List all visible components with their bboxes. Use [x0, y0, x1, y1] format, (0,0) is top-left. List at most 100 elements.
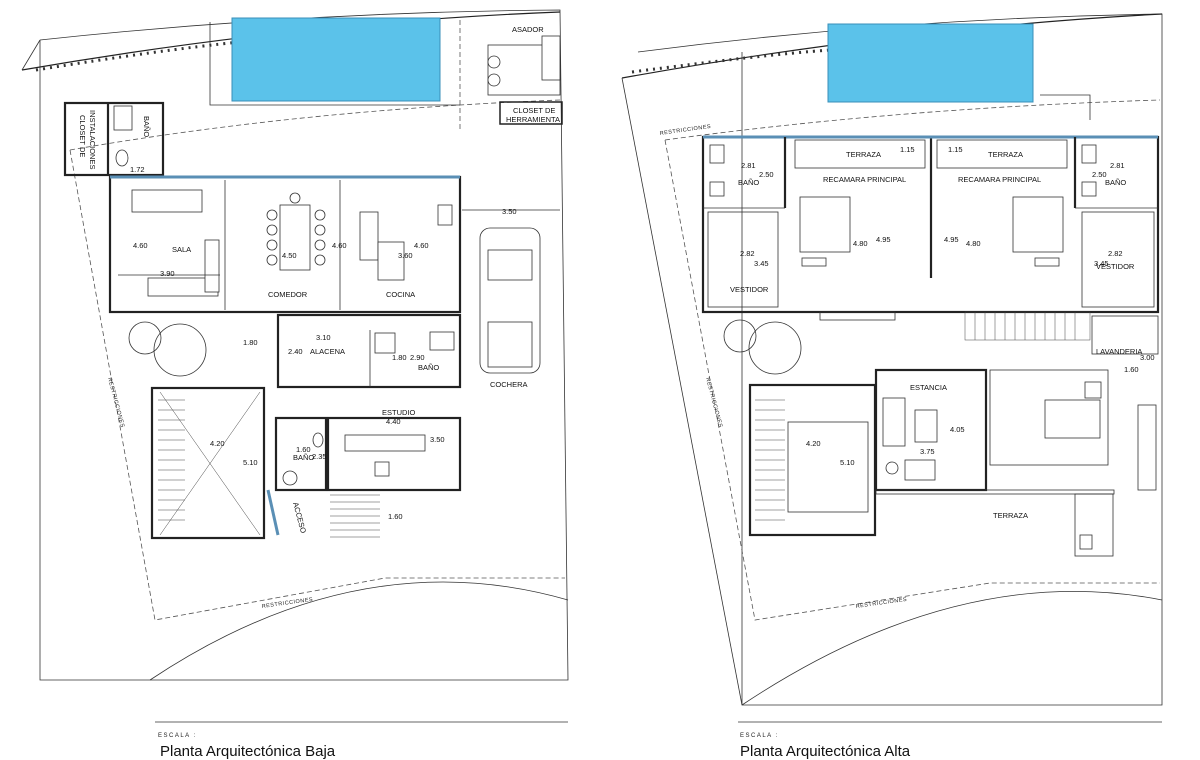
plan-planta-baja: ASADOR CLOSET DE HERRAMIENTA BAÑO CLOSET…	[21, 9, 569, 760]
restriction-line	[69, 99, 565, 621]
nightstand-icon	[801, 257, 827, 267]
dim-2-50-b: 2.50	[1092, 170, 1107, 179]
toilet-icon	[115, 149, 129, 167]
driveway-curve	[149, 581, 569, 681]
dim-2-35: 2.35	[312, 452, 327, 461]
dim-5-10: 5.10	[840, 458, 855, 467]
stair-treads	[755, 399, 785, 521]
label-cocina: COCINA	[386, 290, 415, 299]
label-estancia: ESTANCIA	[910, 383, 947, 392]
dim-3-50-b: 3.50	[430, 435, 445, 444]
dim-2-82-b: 2.82	[1108, 249, 1123, 258]
side-table-icon	[885, 461, 899, 475]
label-vestidor-r: VESTIDOR	[1096, 262, 1135, 271]
dim-1-60: 1.60	[1124, 365, 1139, 374]
hedge-row	[631, 48, 831, 74]
label-restricciones-left: RESTRICCIONES	[704, 377, 723, 429]
pool	[827, 23, 1034, 103]
bano-instalaciones-block	[63, 101, 165, 177]
stair-block	[150, 386, 266, 540]
label-terraza-bottom: TERRAZA	[993, 511, 1028, 520]
sink-icon	[282, 470, 298, 486]
sink-icon	[429, 331, 455, 351]
car-cabin	[487, 249, 533, 281]
closet-herramienta	[499, 101, 563, 125]
chair-icon	[289, 192, 301, 204]
sofa-icon	[882, 397, 906, 447]
chair-icon	[266, 254, 278, 266]
dim-3-60: 3.60	[398, 251, 413, 260]
dim-2-90: 2.90	[410, 353, 425, 362]
plan-title: Planta Arquitectónica Alta	[740, 743, 911, 760]
chair-icon	[266, 209, 278, 221]
toilet-icon	[1081, 181, 1097, 197]
sofa-side-icon	[204, 239, 220, 293]
window-icon	[1084, 381, 1102, 399]
chair-icon	[314, 209, 326, 221]
pool-deck	[209, 22, 460, 106]
plan-title: Planta Arquitectónica Baja	[160, 743, 336, 760]
tree-icon	[128, 321, 162, 355]
vestidor-right	[1081, 211, 1155, 308]
dim-2-81-b: 2.81	[1110, 161, 1125, 170]
lavanderia-block	[1091, 315, 1159, 355]
label-closet-inst-2: INSTALACIONES	[88, 110, 97, 169]
dim-2-82-a: 2.82	[740, 249, 755, 258]
dim-1-60-a: 1.60	[296, 445, 311, 454]
dim-1-15-b: 1.15	[948, 145, 963, 154]
tree-icon	[723, 319, 757, 353]
tree-icon	[153, 323, 207, 377]
stool-icon	[487, 55, 501, 69]
armchair-icon	[904, 459, 936, 481]
terraza-right	[936, 139, 1068, 169]
dim-1-72: 1.72	[130, 165, 145, 174]
label-closet-herramienta-2: HERRAMIENTA	[506, 115, 560, 124]
dim-3-75: 3.75	[920, 447, 935, 456]
dim-3-45-a: 3.45	[754, 259, 769, 268]
terraza-rail	[875, 489, 1115, 495]
label-bano-mid: BAÑO	[418, 363, 439, 372]
lot-side	[621, 77, 743, 706]
terraza-left	[794, 139, 926, 169]
label-bano-low: BAÑO	[293, 453, 314, 462]
hedge-row	[35, 40, 241, 72]
label-recamara-r: RECAMARA PRINCIPAL	[958, 175, 1041, 184]
estudio-block	[326, 416, 462, 492]
bano-low-block	[274, 416, 328, 492]
bath-lower	[1074, 493, 1114, 557]
bed-icon	[799, 196, 851, 253]
label-terraza-r: TERRAZA	[988, 150, 1023, 159]
dim-4-80-b: 4.80	[966, 239, 981, 248]
plan-planta-alta: RESTRICCIONES TERRAZA TERRAZA 1.15 1.15 …	[621, 13, 1163, 760]
dim-3-45-b: 3.45	[1094, 259, 1109, 268]
kitchen-sink-icon	[437, 204, 453, 226]
chair-icon	[314, 224, 326, 236]
chair-icon	[374, 461, 390, 477]
hall-stairs	[964, 311, 1091, 341]
dim-4-40: 4.40	[386, 417, 401, 426]
label-recamara-l: RECAMARA PRINCIPAL	[823, 175, 906, 184]
dim-4-60-b: 4.60	[332, 241, 347, 250]
chair-icon	[314, 239, 326, 251]
kitchen-counter-icon	[359, 211, 379, 261]
dim-1-80-a: 1.80	[243, 338, 258, 347]
dining-table-icon	[279, 204, 311, 271]
dim-3-90: 3.90	[160, 269, 175, 278]
dim-4-20: 4.20	[210, 439, 225, 448]
sink-icon	[1081, 144, 1097, 164]
coffee-table-icon	[914, 409, 938, 443]
dim-4-95-a: 4.95	[876, 235, 891, 244]
lot-corner	[21, 39, 41, 71]
label-closet-inst-1: CLOSET DE	[78, 115, 87, 157]
dim-1-15-a: 1.15	[900, 145, 915, 154]
label-cochera: COCHERA	[490, 380, 528, 389]
chair-icon	[314, 254, 326, 266]
desk-icon	[344, 434, 426, 452]
dim-4-95-b: 4.95	[944, 235, 959, 244]
dim-1-60-b: 1.60	[388, 512, 403, 521]
dim-2-81-a: 2.81	[741, 161, 756, 170]
dim-2-50-a: 2.50	[759, 170, 774, 179]
vestidor-left	[707, 211, 779, 308]
shower-icon	[374, 332, 396, 354]
sink-icon	[709, 144, 725, 164]
